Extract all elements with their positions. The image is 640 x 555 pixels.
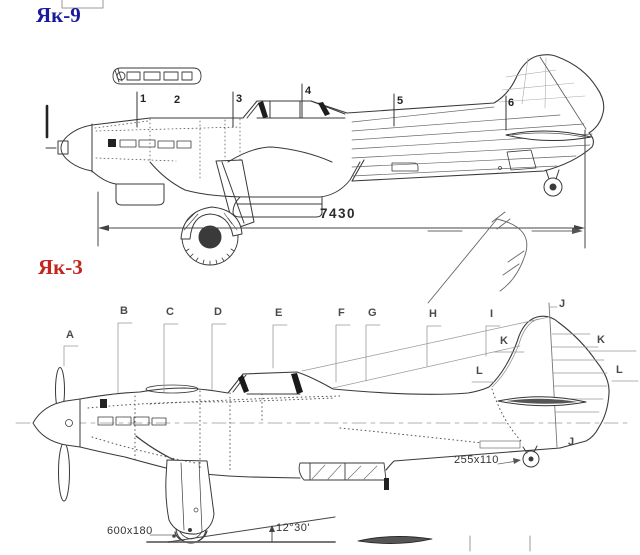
yak9-marker-1: 1 [140, 93, 147, 105]
yak3-ground-angle: 12°30' [276, 522, 310, 534]
yak3-letter-brackets [63, 306, 639, 394]
yak9-chin-cooler [91, 170, 165, 206]
yak3-marker-d: D [214, 306, 222, 318]
yak3-radiator [298, 462, 387, 481]
yak3-tailwheel-door [479, 440, 521, 449]
yak9-marker-4: 4 [305, 85, 312, 97]
yak9-radiator [232, 196, 323, 218]
yak3-wheel-hub [188, 528, 192, 532]
yak9-canopy-dark-front [258, 101, 268, 118]
yak3-marker-j-bottom: J [568, 436, 575, 448]
tailwheel-arrowhead [513, 458, 521, 464]
yak3-canopy-dark-front [238, 375, 249, 393]
yak3-marker-f: F [338, 307, 345, 319]
yak9-rudder-hinge [539, 56, 587, 130]
yak9-mudguard-hatch [183, 211, 238, 231]
yak3-canopy-dark-rear [291, 373, 303, 394]
yak9-length-dimension: 7430 [320, 206, 357, 221]
yak3-rudder-hinge [548, 302, 558, 448]
yak9-fuselage-outline [91, 54, 605, 182]
yak3-tailwheel-dimension: 255x110 [454, 454, 499, 466]
yak3-angle-line [167, 516, 336, 543]
yak9-spinner-hub [45, 140, 69, 155]
yak9-access-panels [391, 149, 537, 172]
yak3-gear-leg-lines [180, 461, 203, 532]
yak9-canopy-frames [246, 100, 346, 119]
bottom-ticks [469, 535, 531, 552]
corner-fragment [61, 0, 104, 9]
yak3-marker-h: H [429, 308, 437, 320]
yak3-angle-arrowhead [269, 525, 275, 532]
yak9-wing [149, 146, 361, 198]
yak9-stringers [351, 106, 593, 177]
wingtip-arrowhead [572, 228, 583, 234]
yak3-root-dark [384, 478, 389, 490]
yak9-dim-arrow-left [98, 225, 109, 231]
yak9-mudguard [180, 206, 243, 240]
airfoil-profile [357, 536, 433, 544]
yak3-rudder-ribs [551, 333, 608, 413]
yak3-marker-j-top: J [559, 298, 566, 310]
yak3-spinner [32, 398, 81, 448]
yak3-spinner-hub [65, 419, 73, 427]
yak9-marker-6: 6 [508, 97, 515, 109]
yak3-rivet-lines [87, 388, 522, 471]
yak9-stabilizer-line [511, 132, 585, 138]
yak3-prop-blade-lower [58, 442, 70, 502]
yak9-panel-lines [94, 118, 241, 181]
yak9-title: Як-9 [36, 3, 81, 27]
yak3-cowl-dark [100, 399, 107, 408]
yak3-marker-i: I [490, 308, 494, 320]
yak3-fuselage-top [79, 315, 610, 449]
yak3-radiator-hatch [311, 464, 378, 480]
yak3-tailwheel-strut [522, 445, 538, 454]
yak9-marker-5: 5 [397, 95, 404, 107]
yak9-tailwheel [543, 177, 563, 197]
yak3-fairing-dot [193, 507, 199, 513]
yak9-dimension-lines [97, 129, 586, 249]
yak9-tailwheel-strut [545, 169, 560, 180]
yak3-marker-l-left: L [476, 365, 483, 377]
yak3-marker-k-left: K [500, 335, 508, 347]
yak9-canopy-dark-rear [318, 102, 330, 116]
mainwheel-leader-dot [172, 534, 176, 538]
yak3-mainwheel-dimension: 600x180 [107, 525, 153, 537]
yak3-spine-diagonals [301, 316, 550, 389]
yak3-gear-fairing [165, 459, 215, 535]
yak3-marker-b: B [120, 305, 128, 317]
exhaust-detail-cap [116, 71, 126, 81]
yak9-wheel-tread [185, 248, 235, 266]
yak3-title: Як-3 [38, 255, 83, 279]
yak9-section-ticks [136, 83, 507, 131]
yak3-fin-inner-edge [491, 318, 539, 388]
yak9-exhaust-dark [108, 139, 116, 147]
yak3-marker-k-right: K [597, 334, 605, 346]
yak9-panel-dot [498, 166, 502, 170]
yak3-marker-c: C [166, 306, 174, 318]
yak9-drawing [45, 0, 605, 304]
yak9-marker-2: 2 [174, 94, 181, 106]
yak3-marker-a: A [66, 329, 74, 341]
yak9-tailwheel-hub [549, 183, 557, 191]
yak3-marker-e: E [275, 307, 283, 319]
yak3-drawing [15, 302, 639, 552]
yak3-tailwheel-hub [528, 456, 534, 462]
yak9-fin-ribs [498, 57, 586, 109]
yak3-marker-l-right: L [616, 364, 623, 376]
wingtip-detail [427, 211, 575, 304]
yak3-exhausts [97, 416, 167, 426]
yak9-wheel-hub [198, 225, 222, 249]
yak9-marker-3: 3 [236, 93, 243, 105]
yak3-tailwheel [522, 450, 540, 468]
exhaust-detail [112, 67, 202, 85]
yak9-exhausts [119, 139, 192, 149]
yak3-marker-g: G [368, 307, 377, 319]
yak3-stabilizer-dark [506, 398, 578, 404]
yak3-intake-scoop [145, 384, 199, 394]
yak9-gear-leg [215, 159, 255, 230]
yak3-fuselage-bottom [79, 446, 561, 479]
yak9-spinner [60, 123, 93, 173]
